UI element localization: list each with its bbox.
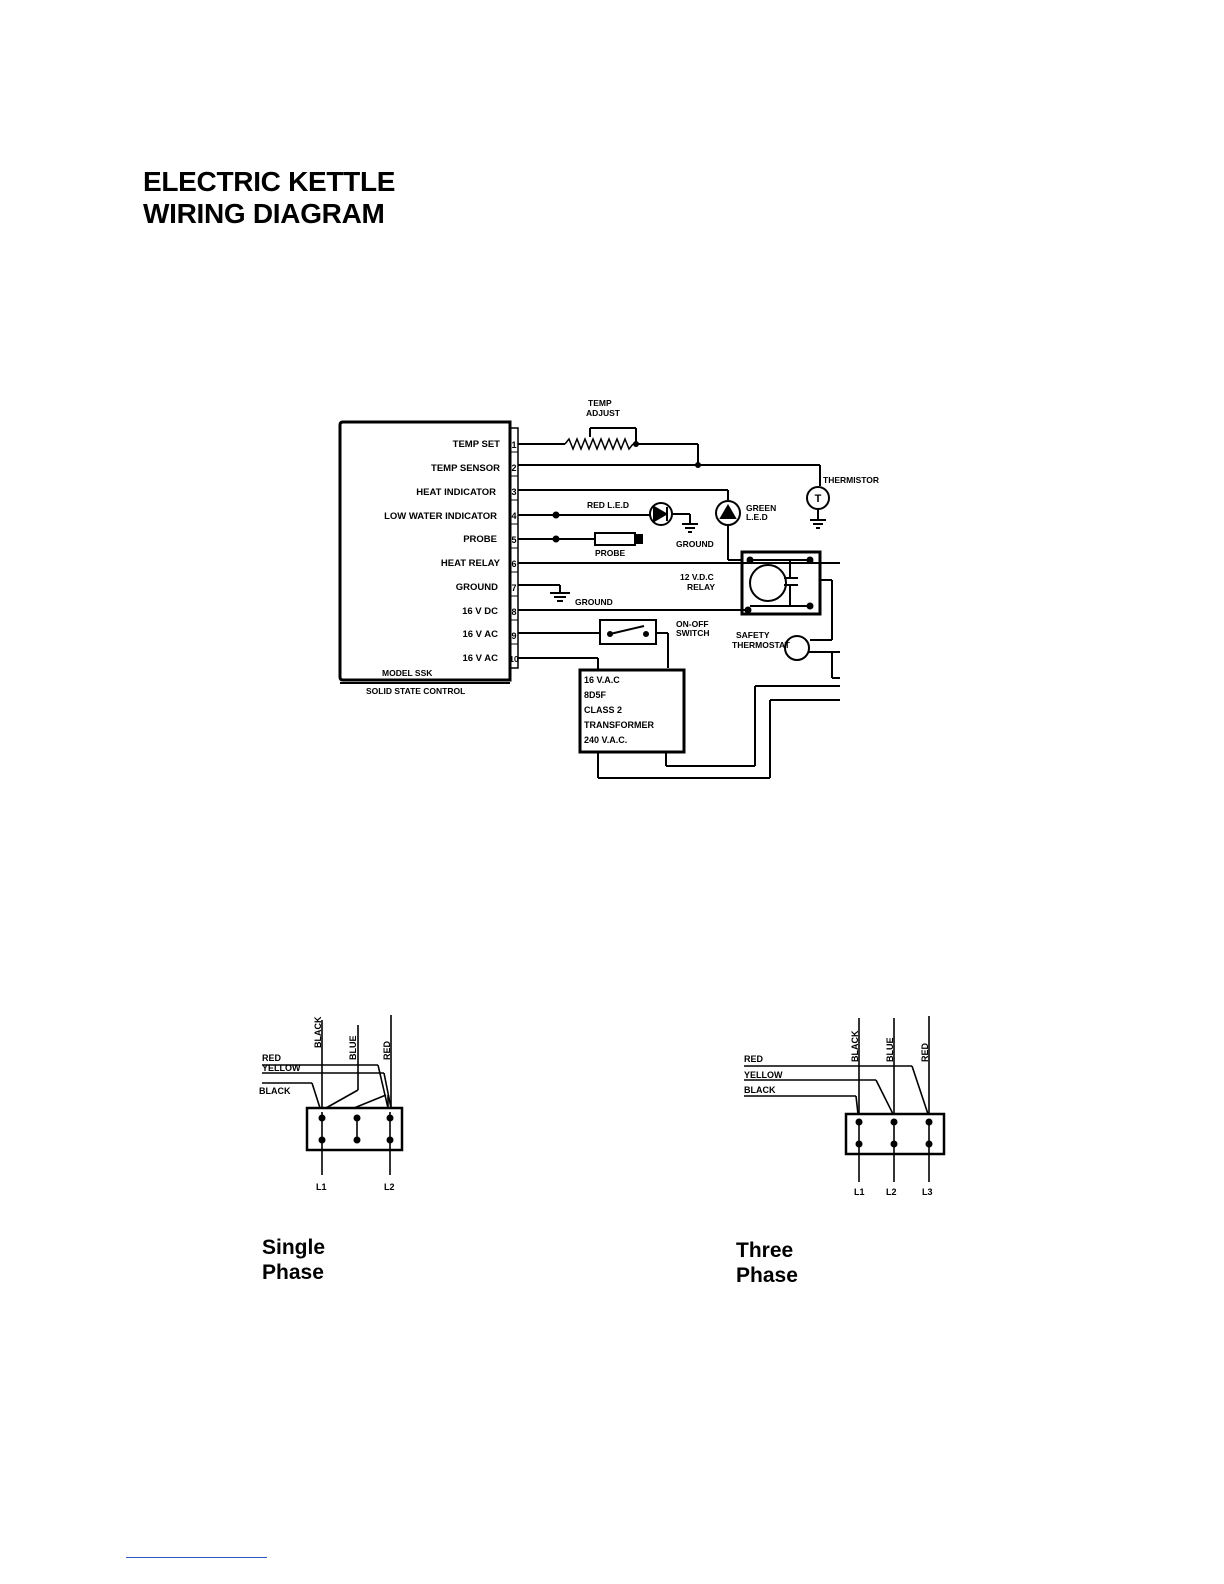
temp-adjust-label-2: ADJUST: [586, 408, 621, 418]
three-wire-top-1: BLACK: [850, 1030, 860, 1062]
thermistor-t: T: [815, 493, 822, 505]
terminal-label-9: 16 V AC: [462, 629, 498, 640]
single-phase-label-2: Phase: [262, 1261, 324, 1284]
title-line-1: ELECTRIC KETTLE: [143, 166, 396, 197]
temp-adjust-resistor: [564, 436, 634, 452]
transformer-line-2: 8D5F: [584, 690, 607, 700]
single-wire-top-1: BLACK: [313, 1016, 323, 1048]
terminal-num-4: 4: [511, 511, 516, 521]
switch-label-1: ON-OFF: [676, 619, 709, 629]
temp-adjust-label-1: TEMP: [588, 398, 612, 408]
single-wire-top-3: RED: [382, 1040, 392, 1060]
terminal-num-3: 3: [511, 487, 516, 497]
transformer-line-3: CLASS 2: [584, 705, 622, 715]
switch-label-2: SWITCH: [676, 628, 710, 638]
probe-symbol: [594, 532, 636, 546]
control-box: [338, 420, 512, 682]
green-led-label-1: GREEN: [746, 503, 776, 513]
terminal-label-3: HEAT INDICATOR: [416, 487, 496, 498]
three-line-2: L2: [886, 1187, 897, 1197]
relay-coil: [749, 564, 787, 602]
three-wire-top-3: RED: [920, 1042, 930, 1062]
single-line-1: L1: [316, 1182, 327, 1192]
three-phase-label-2: Phase: [736, 1264, 798, 1287]
three-wire-left-2: YELLOW: [744, 1070, 783, 1080]
terminal-label-2: TEMP SENSOR: [431, 463, 500, 474]
terminal-num-5: 5: [511, 535, 516, 545]
terminal-num-6: 6: [511, 559, 516, 569]
three-phase-terminal-block: [844, 1112, 946, 1156]
single-phase-label-1: Single: [262, 1236, 326, 1259]
terminal-num-9: 9: [511, 631, 516, 641]
terminal-label-4: LOW WATER INDICATOR: [384, 511, 497, 522]
terminal-label-5: PROBE: [463, 534, 497, 545]
green-led-label-2: L.E.D: [746, 512, 768, 522]
relay-label-1: 12 V.D.C: [680, 572, 714, 582]
single-wire-left-2: YELLOW: [262, 1063, 301, 1073]
probe-label: PROBE: [595, 548, 626, 558]
terminal-num-7: 7: [511, 583, 516, 593]
transformer-line-5: 240 V.A.C.: [584, 735, 627, 745]
three-wire-left-1: RED: [744, 1054, 764, 1064]
transformer-line-4: TRANSFORMER: [584, 720, 654, 730]
red-led-label: RED L.E.D: [587, 500, 629, 510]
relay-box: [740, 550, 822, 616]
three-line-3: L3: [922, 1187, 933, 1197]
ground-7-label: GROUND: [575, 597, 613, 607]
thermistor-label: THERMISTOR: [823, 475, 879, 485]
terminal-label-7: GROUND: [456, 582, 498, 593]
safety-label-1: SAFETY: [736, 630, 770, 640]
terminal-label-10: 16 V AC: [462, 653, 498, 664]
control-model: MODEL SSK: [382, 668, 433, 678]
terminal-label-6: HEAT RELAY: [441, 558, 501, 569]
three-wire-top-2: BLUE: [885, 1038, 895, 1063]
single-wire-left-3: BLACK: [259, 1086, 291, 1096]
terminal-num-1: 1: [511, 440, 516, 450]
three-line-1: L1: [854, 1187, 865, 1197]
terminal-label-8: 16 V DC: [462, 606, 498, 617]
terminal-num-10: 10: [510, 655, 519, 664]
safety-thermostat-symbol: [784, 635, 810, 661]
terminal-label-1: TEMP SET: [453, 439, 501, 450]
three-phase-label-1: Three: [736, 1239, 794, 1262]
control-caption: SOLID STATE CONTROL: [366, 686, 465, 696]
three-phase-label: Three Phase: [736, 1238, 798, 1288]
three-wire-left-3: BLACK: [744, 1085, 776, 1095]
terminal-num-8: 8: [511, 607, 516, 617]
single-wire-left-1: RED: [262, 1053, 282, 1063]
page-title: ELECTRIC KETTLE WIRING DIAGRAM: [143, 166, 395, 230]
transformer-box: [578, 668, 686, 754]
led-ground-label: GROUND: [676, 539, 714, 549]
safety-label-2: THERMOSTAT: [732, 640, 791, 650]
single-wire-top-2: BLUE: [348, 1036, 358, 1061]
single-line-2: L2: [384, 1182, 395, 1192]
transformer-line-1: 16 V.A.C: [584, 675, 620, 685]
footer-rule: [126, 1557, 267, 1558]
relay-label-2: RELAY: [687, 582, 715, 592]
title-line-2: WIRING DIAGRAM: [143, 198, 385, 229]
terminal-num-2: 2: [511, 463, 516, 473]
single-phase-label: Single Phase: [262, 1235, 325, 1285]
